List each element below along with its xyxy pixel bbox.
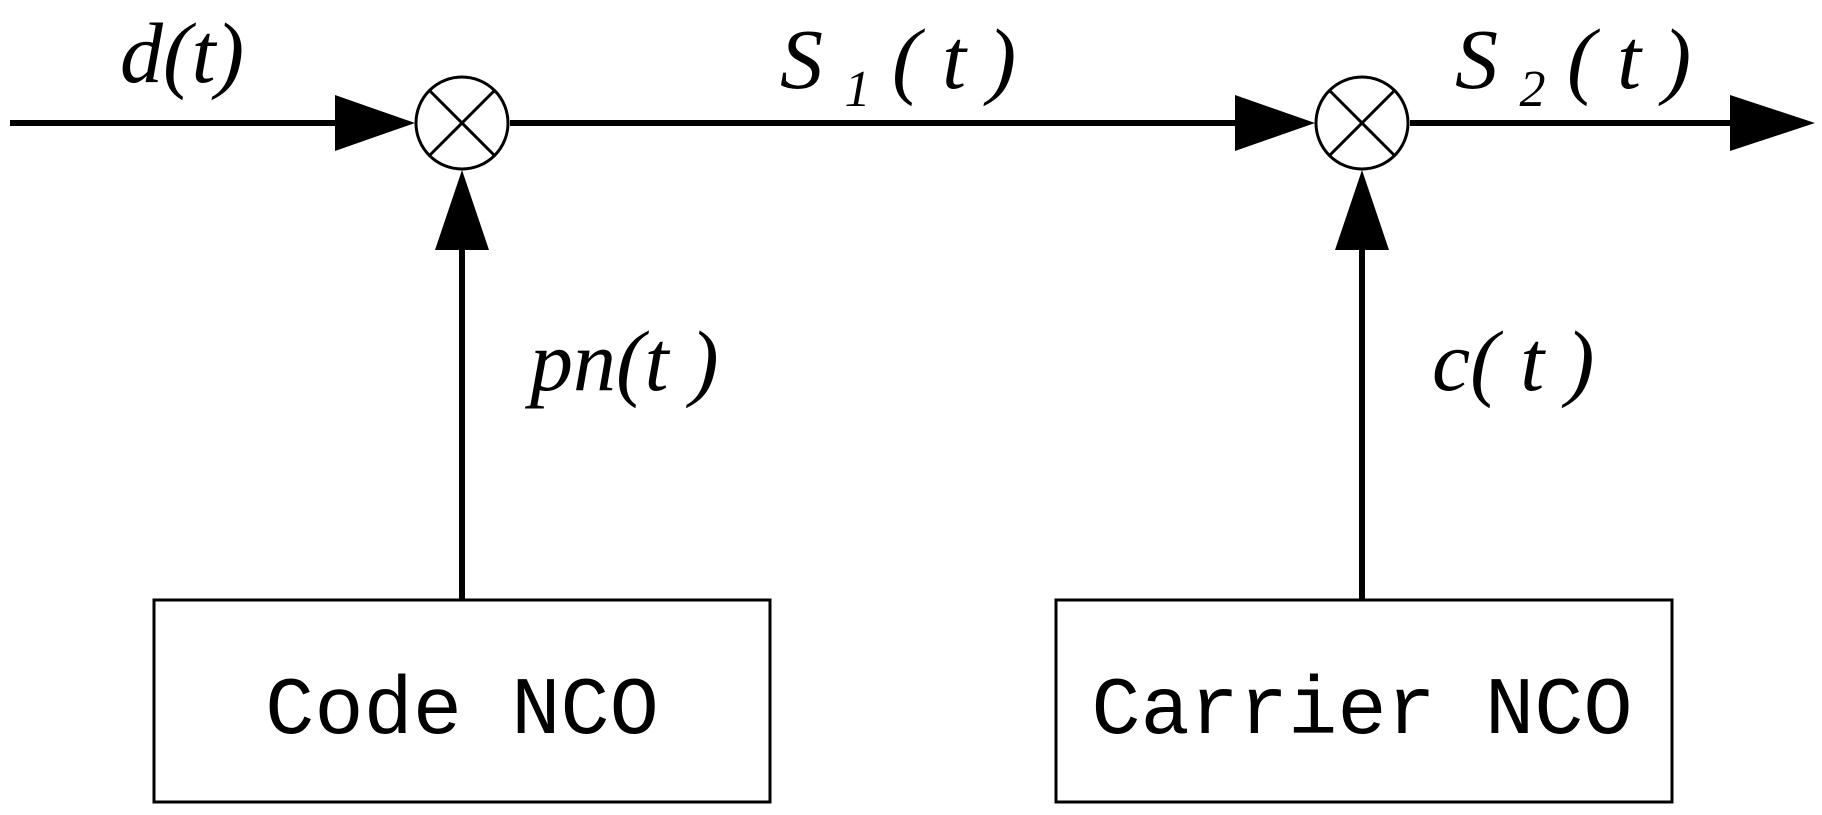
s2-subscript: 2 [1520, 61, 1546, 118]
code-nco-box [152, 598, 772, 804]
s1-subscript: 1 [845, 61, 871, 118]
carrier-signal-label: c( t ) [1432, 313, 1594, 409]
s2-signal-label: S 2 ( t ) [1455, 11, 1691, 125]
output-arrowhead [1730, 95, 1815, 151]
input-arrowhead [335, 95, 415, 151]
s1-signal-label: S 1 ( t ) [780, 11, 1016, 125]
input-signal-label: d(t) [120, 5, 244, 101]
code-feed-arrowhead [435, 170, 489, 250]
s1-base: S [780, 11, 823, 107]
mixer-2 [1314, 75, 1410, 171]
carrier-nco-box [1054, 598, 1674, 804]
mixer-1 [414, 75, 510, 171]
s1-arrowhead [1235, 95, 1315, 151]
s2-argument: ( t ) [1567, 11, 1691, 107]
carrier-nco-label: Carrier NCO [1091, 665, 1632, 758]
code-nco-label: Code NCO [265, 665, 659, 758]
carrier-feed-arrowhead [1335, 170, 1389, 250]
s1-argument: ( t ) [892, 11, 1016, 107]
pn-signal-label: pn(t ) [524, 313, 719, 409]
s2-base: S [1455, 11, 1498, 107]
